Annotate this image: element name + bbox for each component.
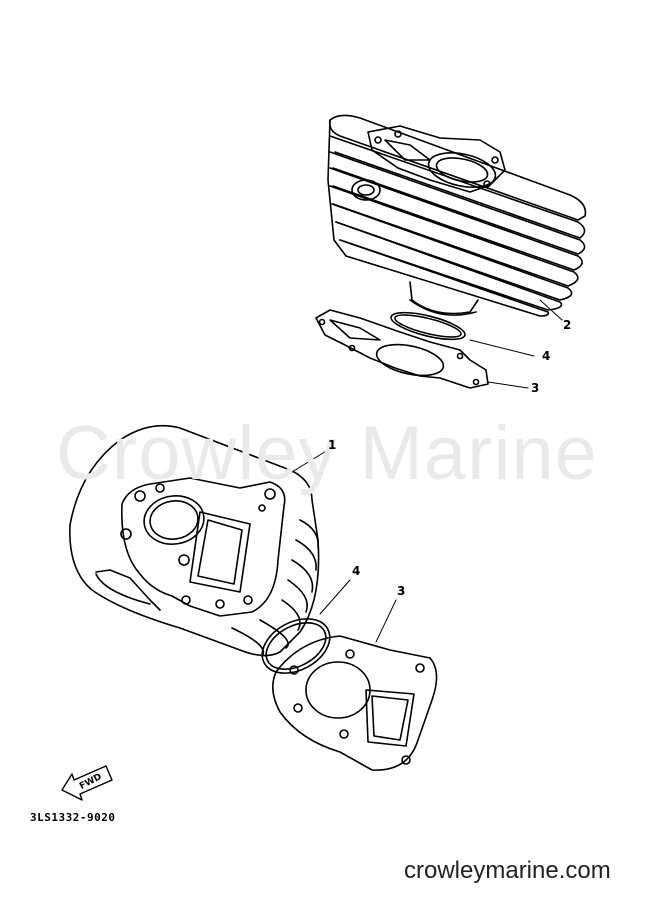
gasket-lower <box>272 635 438 771</box>
watermark-text: Crowley Marine <box>56 411 598 496</box>
cylinder-lower <box>69 424 320 657</box>
o-ring-lower <box>261 618 331 674</box>
leader-lines <box>291 299 563 643</box>
fwd-arrow-icon <box>61 765 113 801</box>
diagram-part-number: 3LS1332-9020 <box>30 811 116 824</box>
o-ring-upper <box>390 311 466 341</box>
callout-part-4-bottom: 4 <box>352 564 361 578</box>
gasket-upper <box>315 309 489 389</box>
callout-part-4-top: 4 <box>542 349 551 363</box>
cylinder-upper <box>327 114 587 317</box>
callout-part-3-top: 3 <box>531 381 540 395</box>
site-url-label: crowleymarine.com <box>404 857 611 884</box>
callout-part-3-bottom: 3 <box>397 584 406 598</box>
callout-part-1: 1 <box>328 438 337 452</box>
callout-part-2: 2 <box>563 318 572 332</box>
